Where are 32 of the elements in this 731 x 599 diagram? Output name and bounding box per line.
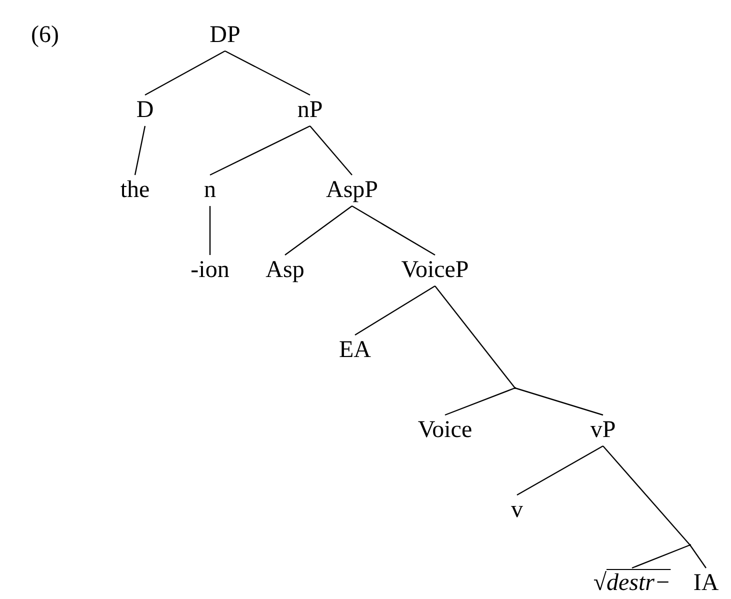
- tree-branch-line: [310, 126, 352, 176]
- tree-node-label: v: [511, 498, 523, 522]
- tree-branch-line: [516, 445, 604, 496]
- tree-branch-line: [444, 387, 516, 416]
- tree-node-label: Voice: [418, 418, 472, 442]
- tree-node-label: vP: [590, 418, 616, 442]
- tree-node-label: IA: [693, 571, 719, 595]
- tree-node-label: AspP: [326, 178, 378, 202]
- tree-node-label: the: [120, 178, 150, 202]
- tree-node-label: √destr−: [593, 571, 671, 595]
- tree-node-label: -ion: [190, 258, 230, 282]
- tree-branch-line: [632, 544, 690, 569]
- tree-node-label: Asp: [266, 258, 304, 282]
- tree-branch-line: [690, 544, 706, 568]
- tree-branch-line: [284, 206, 352, 256]
- example-number: (6): [31, 23, 59, 47]
- tree-branch-line: [352, 205, 436, 256]
- tree-node-label: n: [204, 178, 216, 202]
- tree-branch-line: [434, 286, 516, 388]
- tree-node-label: VoiceP: [401, 258, 469, 282]
- tree-node-label: DP: [210, 23, 240, 47]
- tree-node-label: D: [136, 98, 154, 122]
- tree-node-label: nP: [297, 98, 323, 122]
- tree-branch-line: [602, 446, 690, 546]
- tree-branch-line: [134, 126, 146, 176]
- tree-branch-line: [210, 125, 310, 176]
- tree-branch-line: [209, 206, 211, 255]
- tree-node-label: EA: [339, 338, 371, 362]
- tree-branch-line: [224, 50, 310, 96]
- tree-branch-line: [354, 285, 436, 336]
- tree-branch-line: [144, 50, 226, 96]
- tree-branch-line: [514, 387, 604, 416]
